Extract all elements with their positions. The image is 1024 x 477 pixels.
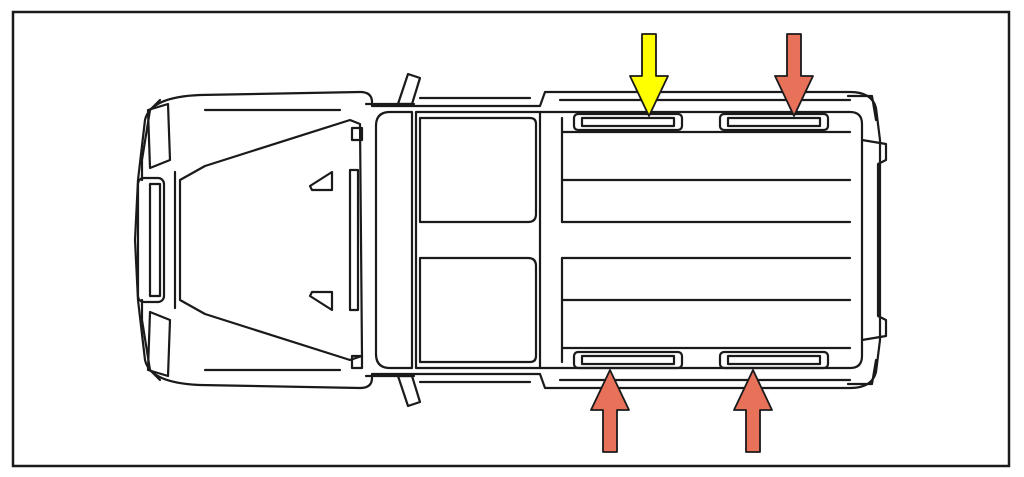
headlamp-left: [146, 102, 172, 170]
mirror-right: [396, 374, 422, 408]
arrow-down-highlight: [629, 33, 669, 117]
mount-bracket-front-left: [572, 112, 684, 132]
windshield: [374, 110, 414, 370]
mirror-left: [396, 72, 422, 106]
vehicle-outline: [133, 72, 888, 408]
front-grille: [148, 182, 162, 298]
roof-panel-front-left: [418, 116, 538, 224]
front-bumper: [136, 176, 166, 304]
mount-bracket-front-left-inner: [580, 116, 676, 128]
hood-vent-right: [308, 290, 334, 312]
roof: [414, 110, 864, 370]
cowl-strip: [348, 168, 360, 312]
hood-vent-left: [308, 170, 334, 192]
arrow-up-front-right: [590, 369, 630, 453]
arrow-up-rear-right: [733, 369, 773, 453]
mount-bracket-rear-right-inner: [726, 354, 822, 366]
rear-corner-bottom: [846, 358, 878, 386]
mount-bracket-front-right-inner: [580, 354, 676, 366]
rear-corner-top: [846, 94, 878, 122]
front-left-fender: [140, 98, 162, 182]
mount-bracket-rear-left: [718, 112, 830, 132]
cowl-clip-bottom: [350, 354, 364, 370]
mount-bracket-front-right: [572, 350, 684, 370]
mount-bracket-rear-right: [718, 350, 830, 370]
headlamp-right: [146, 310, 172, 378]
rear-bumper: [860, 138, 888, 342]
mount-bracket-rear-left-inner: [726, 116, 822, 128]
arrow-down-rear-left: [774, 33, 814, 117]
cowl-clip-top: [350, 126, 364, 142]
front-right-fender: [140, 298, 162, 382]
body-outline: [133, 90, 882, 390]
roof-panel-front-right: [418, 256, 538, 364]
diagram-border: [11, 10, 1011, 468]
